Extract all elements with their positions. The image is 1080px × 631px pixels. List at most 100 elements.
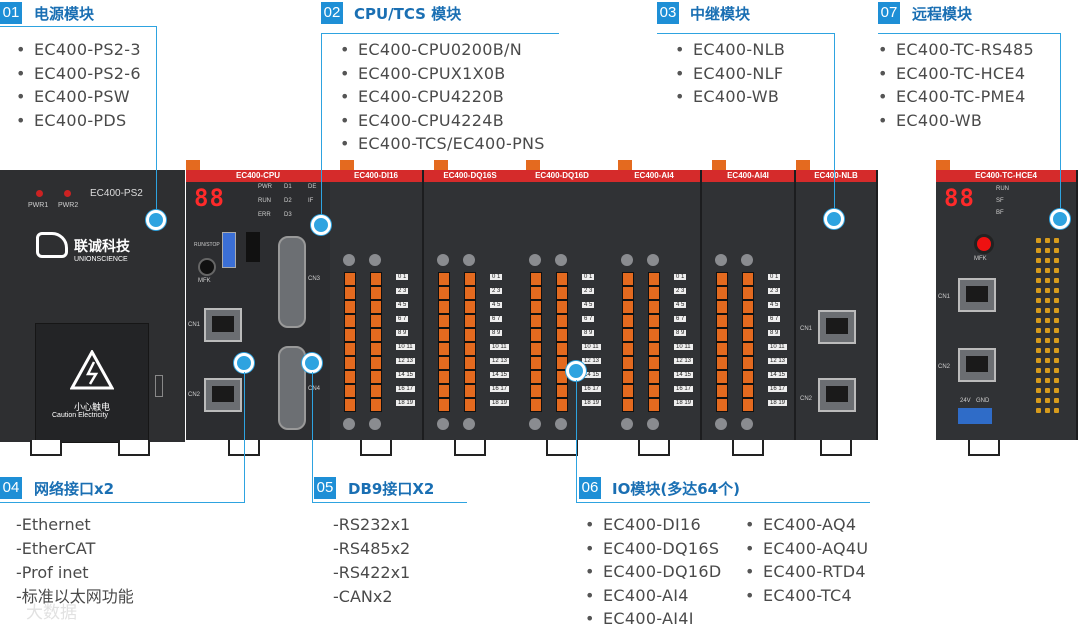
terminal-slot <box>648 356 660 370</box>
terminal-led <box>1045 368 1050 373</box>
callout-04-badge: 04 <box>0 477 22 499</box>
tc-foot <box>968 440 1000 456</box>
terminal-slot <box>716 384 728 398</box>
tc-gnd: GND <box>976 398 990 404</box>
terminal-led <box>1054 368 1059 373</box>
callout-05-leader <box>312 372 313 502</box>
ps-foot-2 <box>118 440 150 456</box>
terminal-slot <box>556 342 568 356</box>
list-item: -EtherCAT <box>16 539 96 558</box>
release-button <box>715 418 727 430</box>
list-item: EC400-TC4 <box>745 584 868 608</box>
terminal-slot <box>370 342 382 356</box>
terminal-slot <box>742 300 754 314</box>
terminal-slot <box>622 286 634 300</box>
callout-01-underline <box>0 26 156 27</box>
callout-05-dot <box>302 353 322 373</box>
terminal-number: 2 3 <box>582 288 595 294</box>
terminal-led <box>1036 238 1041 243</box>
terminal-slot <box>648 342 660 356</box>
terminal-slot <box>464 300 476 314</box>
high-voltage-icon <box>70 350 114 390</box>
terminal-number: 18 19 <box>396 400 416 406</box>
caution-en: Caution Electricity <box>52 412 109 419</box>
terminal-slot <box>648 272 660 286</box>
terminal-led <box>1054 278 1059 283</box>
terminal-slot <box>716 342 728 356</box>
terminal-slot <box>648 328 660 342</box>
callout-04-dot <box>234 353 254 373</box>
terminal-led <box>1045 378 1050 383</box>
list-item: EC400-WB <box>878 109 1034 133</box>
terminal-number: 6 7 <box>396 316 409 322</box>
terminal-slot <box>622 328 634 342</box>
terminal-slot <box>742 286 754 300</box>
terminal-slot <box>716 328 728 342</box>
terminal-slot <box>464 286 476 300</box>
terminal-led <box>1036 408 1041 413</box>
terminal-number: 12 13 <box>582 358 602 364</box>
terminal-slot <box>622 370 634 384</box>
tc-seven-seg: 88 <box>944 184 975 212</box>
cpu-pwr: PWR <box>258 184 272 190</box>
terminal-slot <box>648 370 660 384</box>
terminal-led <box>1036 378 1041 383</box>
terminal-led <box>1054 318 1059 323</box>
terminal-slot <box>530 272 542 286</box>
tc-sf: SF <box>996 198 1004 204</box>
sd-slot <box>246 232 260 262</box>
callout-02-list: EC400-CPU0200B/N EC400-CPUX1X0B EC400-CP… <box>340 38 545 156</box>
callout-02-dot <box>311 215 331 235</box>
callout-04-title: 网络接口x2 <box>34 480 115 498</box>
list-item: EC400-PS2-6 <box>16 62 141 86</box>
list-item: EC400-PSW <box>16 85 141 109</box>
callout-02-title: CPU/TCS 模块 <box>354 5 462 23</box>
nlb-cn2-port <box>818 378 856 412</box>
cpu-mfk: MFK <box>198 278 211 284</box>
cpu-err: ERR <box>258 212 271 218</box>
terminal-led <box>1054 398 1059 403</box>
terminal-slot <box>370 370 382 384</box>
terminal-led <box>1045 298 1050 303</box>
terminal-slot <box>556 300 568 314</box>
callout-03-list: EC400-NLB EC400-NLF EC400-WB <box>675 38 785 109</box>
cpu-run: RUN <box>258 198 271 204</box>
io-foot <box>454 440 486 456</box>
callout-03-leader <box>834 33 835 215</box>
list-item: EC400-CPUX1X0B <box>340 62 545 86</box>
terminal-led <box>1045 318 1050 323</box>
ps-label: EC400-PS2 <box>90 188 143 199</box>
terminal-slot <box>622 356 634 370</box>
terminal-number: 8 9 <box>490 330 503 336</box>
terminal-number: 14 15 <box>768 372 788 378</box>
terminal-number: 6 7 <box>582 316 595 322</box>
io-foot <box>360 440 392 456</box>
terminal-led <box>1054 348 1059 353</box>
nlb-head: EC400-NLB <box>796 170 876 182</box>
list-item: EC400-TC-PME4 <box>878 85 1034 109</box>
brand-en: UNIONSCIENCE <box>74 256 128 263</box>
terminal-slot <box>742 314 754 328</box>
callout-01-leader <box>156 26 157 216</box>
terminal-slot <box>530 356 542 370</box>
cpu-cn3: CN3 <box>308 276 321 282</box>
tc-cn1: CN1 <box>938 294 951 300</box>
list-item: EC400-PDS <box>16 109 141 133</box>
terminal-number: 16 17 <box>396 386 416 392</box>
terminal-number: 14 15 <box>674 372 694 378</box>
callout-03-underline <box>657 33 834 34</box>
release-button <box>369 254 381 266</box>
release-button <box>647 254 659 266</box>
pwr2-led <box>64 190 71 197</box>
cpu-d2: D2 <box>284 198 292 204</box>
terminal-led <box>1036 288 1041 293</box>
terminal-led <box>1054 408 1059 413</box>
terminal-led <box>1045 238 1050 243</box>
terminal-number: 16 17 <box>768 386 788 392</box>
release-button <box>343 418 355 430</box>
terminal-slot <box>742 342 754 356</box>
terminal-led <box>1036 328 1041 333</box>
list-item: EC400-RTD4 <box>745 560 868 584</box>
terminal-number: 10 11 <box>490 344 509 350</box>
